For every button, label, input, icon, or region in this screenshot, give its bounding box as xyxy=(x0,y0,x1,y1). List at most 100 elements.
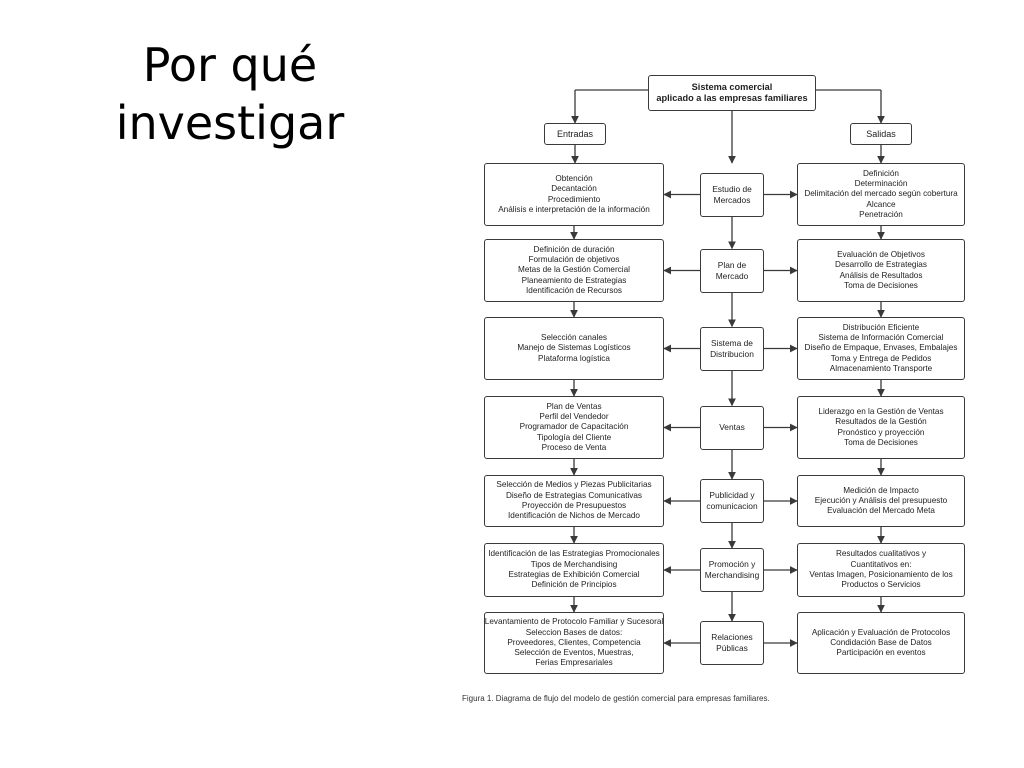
row-1-left-line: Análisis e interpretación de la informac… xyxy=(498,204,650,214)
salidas-label: Salidas xyxy=(866,128,896,139)
figure-caption: Figura 1. Diagrama de flujo del modelo d… xyxy=(462,694,770,703)
row-5-left-line: Identificación de Nichos de Mercado xyxy=(508,511,640,521)
row-7-left-line: Levantamiento de Protocolo Familiar y Su… xyxy=(484,617,664,627)
row-5-left-line: Selección de Medios y Piezas Publicitari… xyxy=(496,480,652,490)
row-3-left-line: Manejo de Sistemas Logísticos xyxy=(517,343,631,353)
row-3-right-line: Toma y Entrega de Pedidos xyxy=(830,353,932,363)
row-6-center-line: Promoción y xyxy=(708,559,756,569)
row-1-left-line: Procedimiento xyxy=(547,194,601,204)
row-4-left-line: Programador de Capacitación xyxy=(519,422,629,432)
row-1-right-line: Determinación xyxy=(854,179,908,189)
row-5-right-line: Ejecución y Análisis del presupuesto xyxy=(814,495,948,505)
row-5-center-line: Publicidad y xyxy=(709,490,755,500)
row-5-right-line: Medición de Impacto xyxy=(843,485,919,495)
row-4-right-line: Liderazgo en la Gestión de Ventas xyxy=(818,406,944,416)
row-1-right-line: Alcance xyxy=(866,199,896,209)
entradas-box: Entradas xyxy=(544,123,606,145)
row-7-left-box: Levantamiento de Protocolo Familiar y Su… xyxy=(484,612,664,674)
row-6-left-box: Identificación de las Estrategias Promoc… xyxy=(484,543,664,597)
row-3-right-line: Diseño de Empaque, Envases, Embalajes xyxy=(804,343,958,353)
row-6-left-line: Definición de Principios xyxy=(531,580,617,590)
row-7-left-line: Ferias Empresariales xyxy=(535,658,613,668)
row-3-left-line: Selección canales xyxy=(541,333,607,343)
row-2-right-line: Toma de Decisiones xyxy=(844,280,918,290)
row-2-left-line: Identificación de Recursos xyxy=(525,285,623,295)
row-1-right-line: Delimitación del mercado según cobertura xyxy=(804,189,958,199)
row-7-center-line: Públicas xyxy=(716,643,748,653)
row-5-left-line: Proyección de Presupuestos xyxy=(521,501,627,510)
row-2-left-line: Formulación de objetivos xyxy=(528,255,620,265)
entradas-label: Entradas xyxy=(556,128,594,139)
row-6-left-line: Identificación de las Estrategias Promoc… xyxy=(488,549,660,559)
row-6-right-line: Ventas Imagen, Posicionamiento de los xyxy=(809,570,953,579)
header-line-2: aplicado a las empresas familiares xyxy=(656,93,808,103)
row-6-left-line: Tipos de Merchandising xyxy=(530,559,618,569)
row-6-right-line: Resultados cualitativos y xyxy=(835,549,927,559)
row-1-center-line: Mercados xyxy=(713,194,751,205)
row-7-right-line: Condidación Base de Datos xyxy=(830,637,932,647)
row-2-right-line: Análisis de Resultados xyxy=(839,270,923,280)
row-6-right-line: Cuantitativos en: xyxy=(850,559,912,569)
row-7-right-line: Participación en eventos xyxy=(836,648,926,658)
row-1-right-line: Definición xyxy=(863,168,899,178)
row-7-right-line: Aplicación y Evaluación de Protocolos xyxy=(811,627,951,637)
row-3-right-line: Almacenamiento Transporte xyxy=(829,363,933,373)
slide-title-line-2: investigar xyxy=(115,96,345,150)
row-4-center-line: Ventas xyxy=(719,422,745,432)
row-2-right-line: Evaluación de Objetivos xyxy=(837,249,925,259)
row-2-right-line: Desarrollo de Estrategias xyxy=(835,260,927,270)
slide-title: Por qué investigar xyxy=(100,36,360,152)
row-3-center-line: Sistema de xyxy=(711,337,753,348)
row-4-left-line: Tipología del Cliente xyxy=(536,432,612,442)
row-5-left-line: Diseño de Estrategias Comunicativas xyxy=(505,490,643,500)
header-box: Sistema comercial aplicado a las empresa… xyxy=(648,75,816,111)
row-7-left-line: Proveedores, Clientes, Competencia xyxy=(507,637,641,647)
row-1-right-line: Penetración xyxy=(859,209,903,219)
row-2-center-line: Mercado xyxy=(715,270,749,281)
row-4-right-line: Resultados de la Gestión xyxy=(835,417,927,427)
row-5-left-box: Selección de Medios y Piezas Publicitari… xyxy=(484,475,664,527)
row-6-center-line: Merchandising xyxy=(704,570,760,580)
row-6-right-line: Productos o Servicios xyxy=(841,580,921,590)
row-3-left-line: Plataforma logística xyxy=(538,353,610,363)
row-6-left-line: Estrategias de Exhibición Comercial xyxy=(508,570,640,579)
row-4-left-line: Proceso de Venta xyxy=(541,442,607,452)
row-2-left-line: Planeamiento de Estrategias xyxy=(521,275,627,285)
row-4-center-box: Ventas xyxy=(700,405,764,450)
salidas-box: Salidas xyxy=(850,123,912,145)
row-7-left-line: Seleccion Bases de datos: xyxy=(525,627,623,637)
row-4-left-line: Perfil del Vendedor xyxy=(539,412,609,422)
row-1-center-line: Estudio de xyxy=(712,183,752,194)
row-3-center-line: Distribucion xyxy=(710,348,754,359)
row-4-right-line: Toma de Decisiones xyxy=(844,437,918,447)
row-3-right-line: Sistema de Información Comercial xyxy=(818,333,944,343)
row-2-center-line: Plan de xyxy=(717,259,747,270)
row-2-left-line: Definición de duración xyxy=(533,244,615,254)
row-5-right-line: Evaluación del Mercado Meta xyxy=(827,506,935,516)
row-1-left-line: Obtención xyxy=(555,173,593,183)
row-7-left-line: Selección de Eventos, Muestras, xyxy=(514,648,634,658)
row-4-right-line: Pronóstico y proyección xyxy=(837,427,925,437)
row-4-left-line: Plan de Ventas xyxy=(546,401,602,411)
row-1-left-line: Decantación xyxy=(551,184,597,194)
row-3-right-line: Distribución Eficiente xyxy=(842,322,920,332)
